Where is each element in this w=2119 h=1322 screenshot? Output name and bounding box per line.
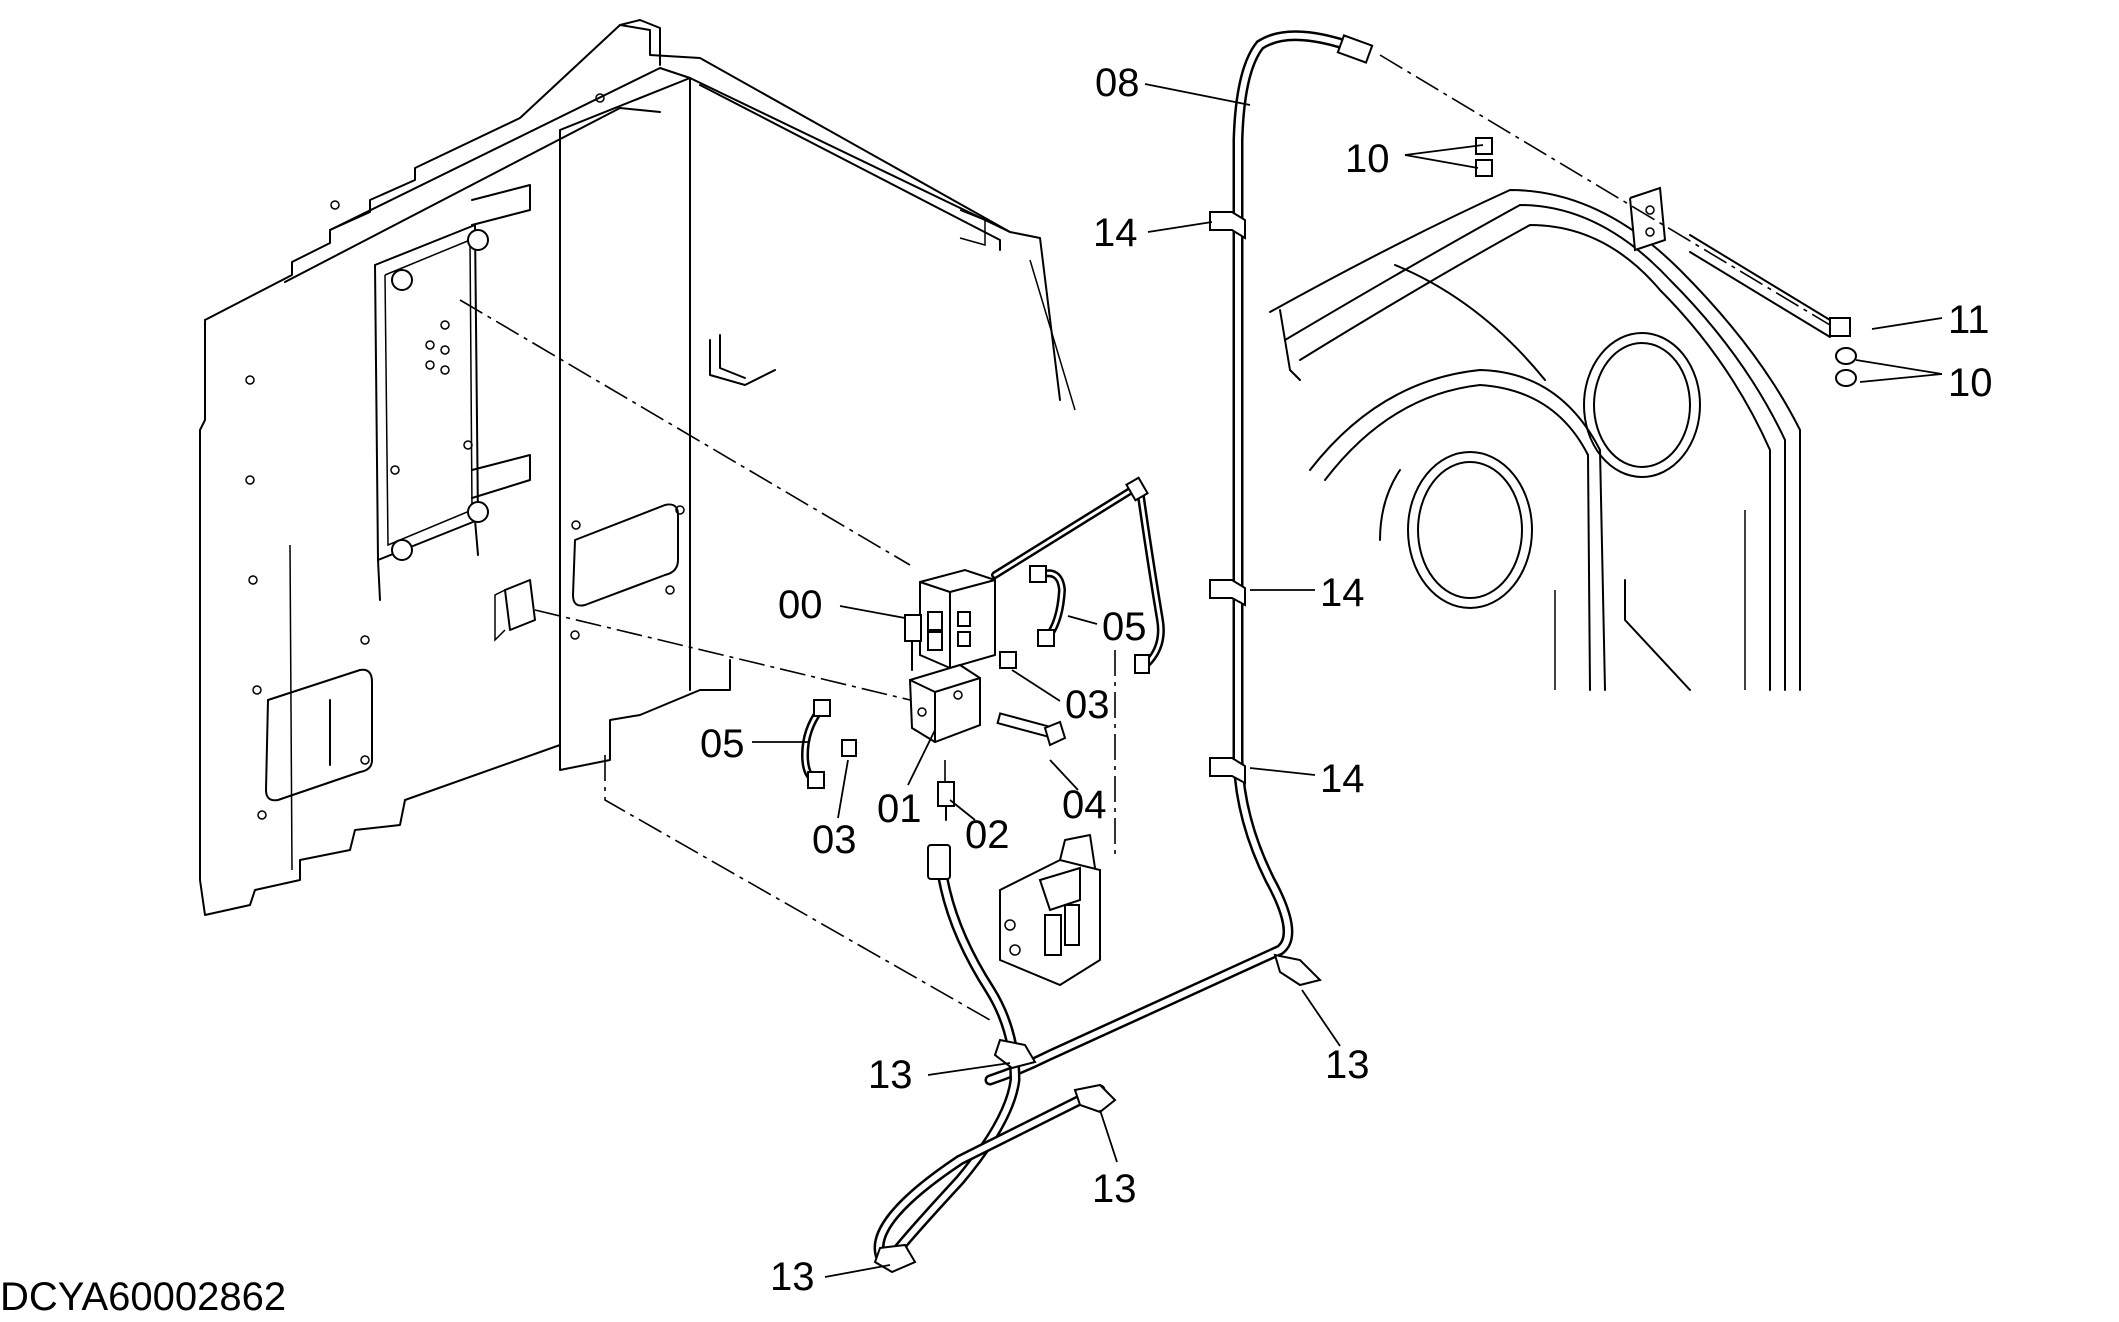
callout-13: 13: [1325, 1043, 1370, 1087]
fitting-11: [1829, 317, 1851, 337]
pipe-05: [1037, 629, 1055, 647]
clamp-icon: [873, 1243, 917, 1274]
leader-line: [1099, 1109, 1118, 1163]
leader-line: [824, 1264, 891, 1278]
clamp-icon: [1073, 1083, 1117, 1114]
clamp-icon: [1273, 953, 1322, 987]
leader-line: [949, 799, 976, 821]
leader-line: [1871, 317, 1943, 330]
clamp-icon: [993, 1038, 1037, 1070]
callout-labels: 08 10 14 11 10 14 00 05 03 05 14 01 02 04 03 13 13 13 13: [700, 61, 1993, 1299]
callout-11: 11: [1948, 298, 1990, 342]
callout-05: 05: [1102, 605, 1147, 649]
fitting-10: [1475, 159, 1493, 177]
callout-13: 13: [1092, 1167, 1137, 1211]
hose-fitting: [927, 844, 951, 880]
clamp-icon: [1209, 211, 1246, 240]
leader-line: [1147, 221, 1213, 233]
hose-08: [984, 30, 1374, 1086]
leader-line: [1859, 373, 1943, 383]
fitting-10: [1835, 347, 1857, 365]
clamp-icon: [1209, 579, 1246, 607]
leader-line: [1049, 759, 1079, 791]
clamps-13: [873, 953, 1322, 1274]
leader-line: [1301, 989, 1341, 1047]
leader-line: [1249, 767, 1316, 776]
callout-00: 00: [778, 583, 823, 627]
leader-line: [1067, 615, 1098, 625]
bolt-icon: [391, 539, 413, 561]
bolt-icon: [467, 229, 489, 251]
callout-04: 04: [1062, 783, 1107, 827]
leader-line: [1404, 144, 1484, 156]
pivot-bore: [1583, 332, 1701, 478]
callout-10: 10: [1345, 137, 1390, 181]
callout-10: 10: [1948, 361, 1993, 405]
leader-line: [837, 759, 849, 819]
phantom-lines: [459, 54, 1831, 1021]
clamps-14: [1209, 211, 1246, 785]
leader-line: [1011, 669, 1061, 702]
block-01: [908, 663, 981, 744]
callout-13: 13: [770, 1255, 815, 1299]
fitting-03: [841, 739, 857, 757]
leader-line: [907, 729, 936, 786]
callout-03: 03: [1065, 683, 1110, 727]
upper-frame: [1269, 186, 1831, 691]
callout-02: 02: [965, 813, 1010, 857]
fittings-10-11: [1404, 137, 1943, 387]
callout-01: 01: [877, 787, 922, 831]
callout-08: 08: [1095, 61, 1140, 105]
pipe-05: [813, 699, 831, 717]
pivot-bore: [1407, 451, 1533, 609]
callout-05: 05: [700, 722, 745, 766]
callout-14: 14: [1093, 211, 1138, 255]
callout-13: 13: [868, 1053, 913, 1097]
leader-line: [1144, 83, 1251, 106]
leader-line: [927, 1062, 1011, 1076]
bolt-04: [996, 712, 1052, 738]
bolt-icon: [391, 269, 413, 291]
fitting-10: [1835, 369, 1857, 387]
diagram-code: DCYA60002862: [0, 1275, 286, 1319]
leader-line: [839, 605, 906, 619]
hose-13: [873, 844, 1106, 1266]
mount-block: [1629, 186, 1667, 252]
bolt-icon: [467, 501, 489, 523]
callout-14: 14: [1320, 571, 1365, 615]
fitting-03: [999, 651, 1017, 669]
valve-assembly: [801, 476, 1165, 987]
callout-14: 14: [1320, 757, 1365, 801]
cab-rear-panel: [199, 19, 1076, 916]
clamp-icon: [1209, 757, 1246, 785]
hose-fitting: [1336, 34, 1374, 64]
callout-03: 03: [812, 818, 857, 862]
